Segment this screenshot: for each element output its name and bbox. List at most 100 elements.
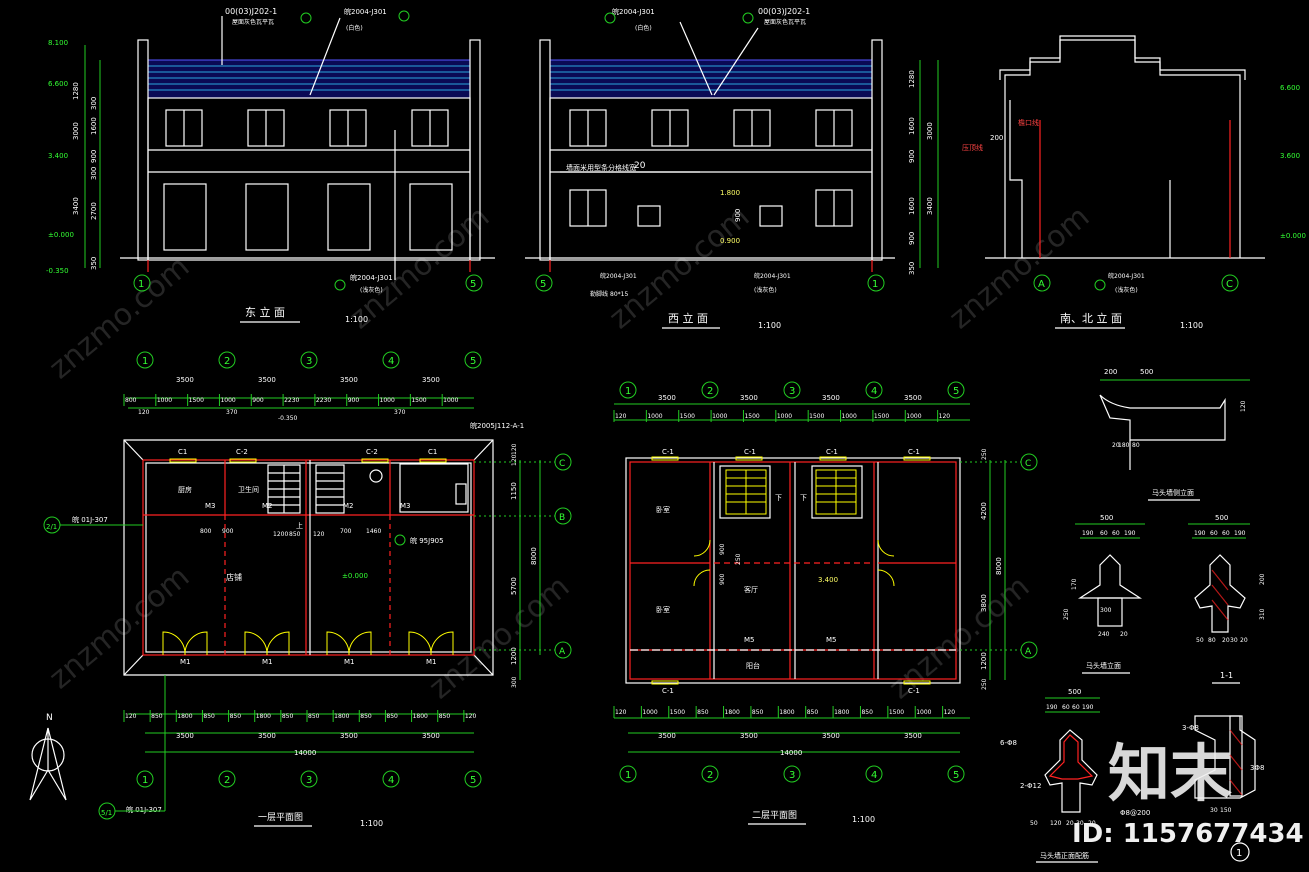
svg-text:80: 80 (1208, 637, 1216, 644)
east-elevation: 8.100 6.600 3.400 ±0.000 -0.350 1280 300… (46, 7, 495, 324)
svg-text:00(03)J202-1: 00(03)J202-1 (758, 7, 810, 16)
floor1-top-bay-dims: 3500 3500 3500 3500 (176, 376, 440, 384)
svg-text:3500: 3500 (258, 732, 276, 740)
svg-text:2/1: 2/1 (46, 523, 57, 531)
floor1-shop-doors (162, 631, 454, 656)
svg-text:120: 120 (138, 409, 150, 416)
svg-text:3.400: 3.400 (818, 576, 838, 584)
west-elevation: 皖2004-J301 (白色) 00(03)J202-1 屋面灰色瓦平瓦 墙面米… (525, 7, 939, 330)
floor1-bottom-bay-dims: 3500 3500 3500 3500 14000 (176, 732, 440, 757)
svg-text:60: 60 (1072, 704, 1080, 711)
axis-marker (300, 351, 318, 369)
dimension-label: 1000 (380, 397, 395, 404)
svg-text:±0.000: ±0.000 (1280, 232, 1306, 240)
svg-text:50: 50 (1030, 820, 1038, 827)
dimension-label: 1500 (189, 397, 204, 404)
svg-text:5: 5 (470, 279, 476, 290)
axis-marker (464, 770, 482, 788)
dimension-label: 2230 (284, 397, 299, 404)
svg-text:30: 30 (1230, 637, 1238, 644)
svg-text:3500: 3500 (904, 394, 922, 402)
floor1-room-labels: 厨房 卫生间 店铺 (178, 485, 259, 582)
svg-text:店铺: 店铺 (226, 572, 242, 582)
svg-text:B: B (559, 513, 565, 523)
svg-text:N: N (46, 713, 53, 723)
axis-marker (947, 381, 965, 399)
axis-marker (133, 274, 151, 292)
svg-text:C: C (1226, 279, 1233, 290)
axis-marker (382, 770, 400, 788)
axis-marker (300, 770, 318, 788)
svg-text:2-Φ12: 2-Φ12 (1020, 782, 1041, 790)
svg-text:60: 60 (1210, 530, 1218, 537)
svg-text:120: 120 (1240, 400, 1247, 412)
svg-text:170: 170 (1071, 578, 1078, 590)
axis-label: 2 (224, 356, 230, 367)
svg-text:1-1: 1-1 (1220, 671, 1233, 680)
svg-text:1200: 1200 (510, 647, 518, 665)
svg-text:250: 250 (735, 553, 742, 565)
east-roof-tiles (148, 65, 470, 91)
svg-text:勒脚线: 勒脚线 (590, 290, 608, 298)
axis-marker (947, 765, 965, 783)
dimension-label: 850 (360, 713, 372, 720)
dimension-label: 850 (308, 713, 320, 720)
west-elevation-title: 西 立 面 (668, 311, 708, 325)
svg-text:屋面灰色瓦平瓦: 屋面灰色瓦平瓦 (764, 18, 806, 26)
watermark-text: znzmo.com (423, 569, 577, 706)
svg-text:2700: 2700 (90, 202, 98, 220)
brand-logo-text: 知末 (1108, 737, 1232, 810)
dimension-label: 1000 (220, 397, 235, 404)
detail-horse-head-top: 500 190 60 60 190 300 240 20 170 250 马头墙… (1063, 514, 1145, 674)
svg-text:80*15: 80*15 (610, 291, 628, 298)
svg-text:900: 900 (908, 232, 916, 245)
gable-outline (1004, 39, 1241, 258)
svg-text:180: 180 (1118, 442, 1130, 449)
axis-label: 5 (470, 356, 476, 367)
dimension-label: 850 (861, 709, 873, 716)
east-upper-windows (165, 109, 449, 147)
svg-text:4200: 4200 (980, 502, 988, 520)
svg-text:1600: 1600 (908, 117, 916, 135)
svg-text:60: 60 (1062, 704, 1070, 711)
svg-text:50: 50 (1196, 637, 1204, 644)
svg-text:1200: 1200 (980, 652, 988, 670)
svg-text:1:100: 1:100 (758, 321, 781, 330)
svg-text:900: 900 (908, 150, 916, 163)
floor2-top-bay-dims: 3500 3500 3500 3500 (658, 394, 922, 402)
west-right-dims: 1280 1600 900 1600 900 3000 3400 350 (908, 60, 939, 275)
svg-text:0.900: 0.900 (720, 237, 740, 245)
svg-text:1:100: 1:100 (1180, 321, 1203, 330)
svg-text:5700: 5700 (510, 577, 518, 595)
svg-text:240: 240 (1098, 631, 1110, 638)
svg-text:皖2004-J301: 皖2004-J301 (612, 7, 655, 16)
svg-text:-0.350: -0.350 (46, 267, 69, 275)
svg-text:3000: 3000 (72, 122, 80, 140)
svg-text:300: 300 (90, 167, 98, 180)
svg-text:20: 20 (1120, 631, 1128, 638)
svg-text:3500: 3500 (340, 732, 358, 740)
svg-text:马头墙立面: 马头墙立面 (1086, 661, 1121, 670)
dimension-label: 1500 (680, 413, 695, 420)
svg-text:5: 5 (540, 279, 546, 290)
svg-text:M1: M1 (262, 658, 273, 666)
dimension-label: 1500 (809, 413, 824, 420)
svg-text:3500: 3500 (822, 732, 840, 740)
dimension-label: 120 (125, 713, 137, 720)
svg-text:500: 500 (1100, 514, 1113, 522)
svg-text:C-1: C-1 (662, 687, 674, 695)
svg-text:C: C (559, 459, 565, 469)
svg-text:下: 下 (800, 494, 807, 502)
svg-text:屋面灰色瓦平瓦: 屋面灰色瓦平瓦 (232, 18, 274, 26)
dimension-label: 120 (939, 413, 951, 420)
svg-text:1600: 1600 (908, 197, 916, 215)
dimension-label: 1800 (177, 713, 192, 720)
dimension-label: 1500 (670, 709, 685, 716)
svg-text:60: 60 (1112, 530, 1120, 537)
axis-label: 4 (871, 386, 877, 397)
east-left-dims: 8.100 6.600 3.400 ±0.000 -0.350 1280 300… (46, 39, 101, 275)
svg-text:3400: 3400 (72, 197, 80, 215)
svg-text:M2: M2 (343, 502, 354, 510)
dimension-label: 900 (252, 397, 264, 404)
